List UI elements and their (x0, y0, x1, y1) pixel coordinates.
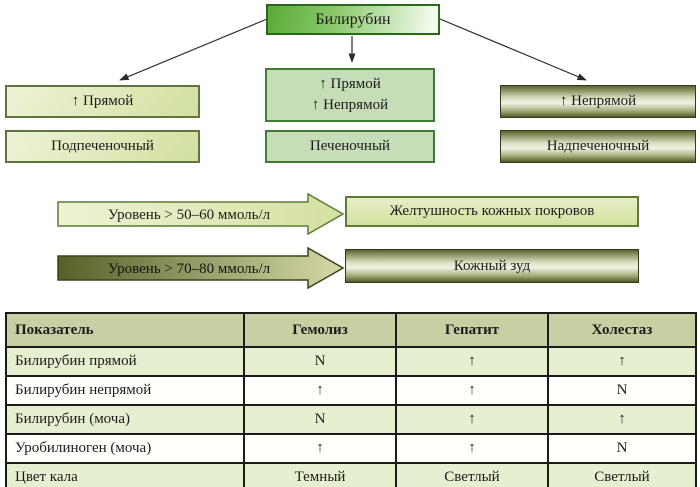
level-arrow-1-label: Уровень > 50–60 ммоль/л (108, 207, 271, 223)
table-cell: ↑ (243, 375, 397, 406)
table-cell: Темный (243, 462, 397, 487)
root-box-bilirubin: Билирубин (266, 4, 440, 35)
table-row: Билирубин непрямой ↑ ↑ N (5, 375, 697, 406)
header-cholestasis: Холестаз (547, 312, 697, 348)
table-cell: N (243, 346, 397, 377)
box-right-indicator: ↑ Непрямой (500, 85, 696, 118)
row-label: Билирубин непрямой (5, 375, 245, 406)
level-arrow-2-label: Уровень > 70–80 ммоль/л (108, 261, 271, 277)
row-label: Цвет кала (5, 462, 245, 487)
box-middle-indicator: ↑ Прямой ↑ Непрямой (265, 68, 435, 122)
table-row: Цвет кала Темный Светлый Светлый (5, 462, 697, 487)
table-row: Уробилиноген (моча) ↑ ↑ N (5, 433, 697, 464)
box-middle-type: Печеночный (265, 130, 435, 163)
table-cell: ↑ (395, 404, 549, 435)
box-middle-indicator-line2: ↑ Непрямой (311, 97, 389, 113)
table-cell: N (547, 375, 697, 406)
arrow-root-to-right (439, 18, 587, 81)
header-indicator: Показатель (5, 312, 245, 348)
level-arrow-1-shape (57, 193, 345, 235)
table-cell: Светлый (547, 462, 697, 487)
table-row: Билирубин прямой N ↑ ↑ (5, 346, 697, 377)
level-arrow-2-shape (57, 247, 345, 289)
row-label: Билирубин прямой (5, 346, 245, 377)
table-cell: N (243, 404, 397, 435)
header-hemolysis: Гемолиз (243, 312, 397, 348)
level-arrow-itching: Уровень > 70–80 ммоль/л (57, 247, 345, 289)
table-cell: Светлый (395, 462, 549, 487)
table-cell: ↑ (395, 433, 549, 464)
table-cell: N (547, 433, 697, 464)
row-label: Билирубин (моча) (5, 404, 245, 435)
table-cell: ↑ (395, 375, 549, 406)
box-left-indicator: ↑ Прямой (5, 85, 200, 118)
header-hepatitis: Гепатит (395, 312, 549, 348)
box-left-type: Подпеченочный (5, 130, 200, 163)
box-middle-indicator-line1: ↑ Прямой (319, 76, 381, 92)
table-cell: ↑ (547, 346, 697, 377)
level-arrow-jaundice: Уровень > 50–60 ммоль/л (57, 193, 345, 235)
table-cell: ↑ (547, 404, 697, 435)
table-header-row: Показатель Гемолиз Гепатит Холестаз (5, 312, 697, 348)
row-label: Уробилиноген (моча) (5, 433, 245, 464)
arrow-root-to-left (119, 18, 268, 81)
table-cell: ↑ (243, 433, 397, 464)
box-right-type: Надпеченочный (500, 130, 696, 163)
lab-values-table: Показатель Гемолиз Гепатит Холестаз Били… (5, 312, 697, 487)
result-box-itching: Кожный зуд (345, 249, 639, 283)
table-row: Билирубин (моча) N ↑ ↑ (5, 404, 697, 435)
result-box-jaundice: Желтушность кожных покровов (345, 196, 639, 227)
table-cell: ↑ (395, 346, 549, 377)
